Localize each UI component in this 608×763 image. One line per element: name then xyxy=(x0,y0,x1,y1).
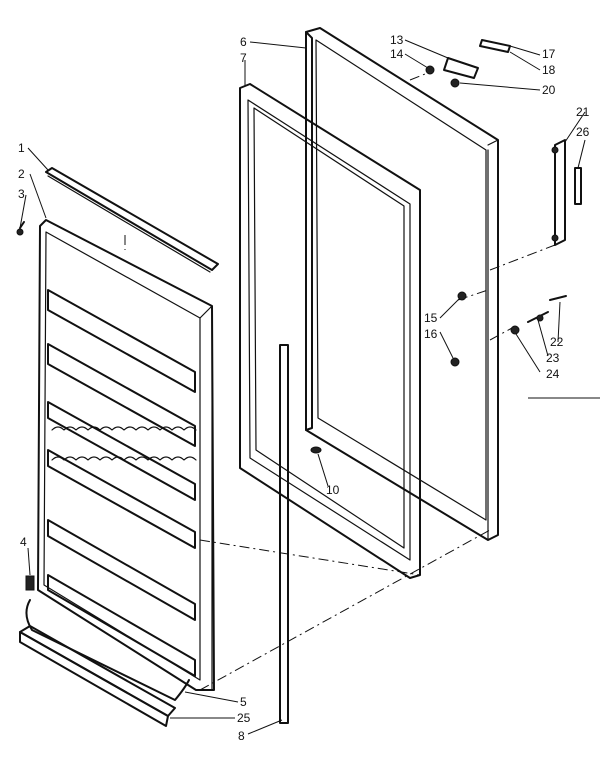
spring-clip xyxy=(25,575,35,591)
door-stop xyxy=(310,446,322,454)
callout-22: 22 xyxy=(550,335,564,349)
callout-25: 25 xyxy=(237,711,251,725)
gasket-strip xyxy=(279,344,289,724)
callout-26: 26 xyxy=(576,125,590,139)
callout-5: 5 xyxy=(240,695,247,709)
outer-door-panel xyxy=(305,27,499,541)
leader-lines xyxy=(19,39,600,735)
callout-18: 18 xyxy=(542,63,556,77)
callout-labels: 1 2 3 4 5 25 8 6 7 10 13 14 17 18 20 21 … xyxy=(18,33,590,743)
top-hinge-assembly xyxy=(425,39,511,88)
callout-2: 2 xyxy=(18,167,25,181)
callout-4: 4 xyxy=(20,535,27,549)
callout-6: 6 xyxy=(240,35,247,49)
door-gasket xyxy=(239,83,421,579)
screws-15-16 xyxy=(450,291,467,367)
callout-10: 10 xyxy=(326,483,340,497)
callout-14: 14 xyxy=(390,47,404,61)
callout-24: 24 xyxy=(546,367,560,381)
bottom-spring xyxy=(25,599,190,701)
inner-door-liner xyxy=(37,219,215,691)
top-trim-strip xyxy=(45,167,219,273)
callout-7: 7 xyxy=(240,51,247,65)
callout-21: 21 xyxy=(576,105,590,119)
callout-15: 15 xyxy=(424,311,438,325)
callout-20: 20 xyxy=(542,83,556,97)
assembly-lines xyxy=(124,71,556,691)
callout-16: 16 xyxy=(424,327,438,341)
side-hinge xyxy=(551,139,582,246)
bottom-kick-plate xyxy=(19,625,176,727)
callout-8: 8 xyxy=(238,729,245,743)
callout-17: 17 xyxy=(542,47,556,61)
callout-13: 13 xyxy=(390,33,404,47)
callout-3: 3 xyxy=(18,187,25,201)
callout-23: 23 xyxy=(546,351,560,365)
callout-1: 1 xyxy=(18,141,25,155)
handle-hardware xyxy=(510,295,567,335)
